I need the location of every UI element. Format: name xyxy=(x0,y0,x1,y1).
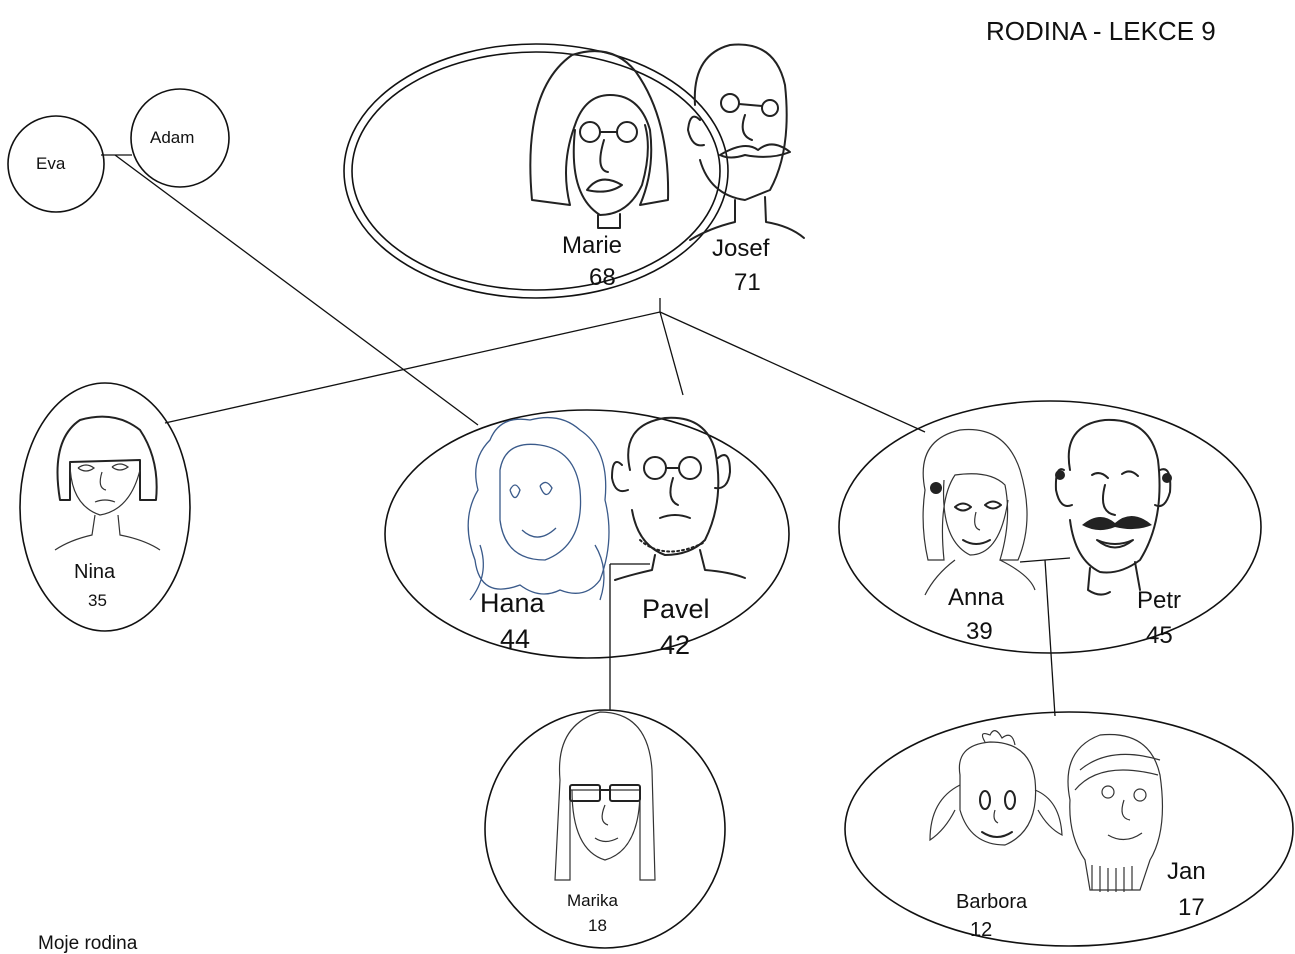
bubble-grandparents-inner xyxy=(351,51,721,291)
age-nina: 35 xyxy=(88,591,107,610)
portrait-josef xyxy=(687,43,805,241)
age-marie: 68 xyxy=(589,264,616,291)
bubble-anna-petr xyxy=(838,400,1262,654)
line-eva-hana xyxy=(114,154,479,426)
name-eva: Eva xyxy=(36,154,66,173)
age-josef: 71 xyxy=(734,269,761,296)
name-josef: Josef xyxy=(712,235,770,262)
line-grandparents-pavel xyxy=(659,311,684,396)
portrait-barbora xyxy=(929,730,1063,846)
line-grandparents-nina xyxy=(164,311,661,424)
name-nina: Nina xyxy=(74,561,116,583)
portrait-petr xyxy=(1054,418,1172,596)
line-anna-petr-children xyxy=(1044,559,1056,717)
age-jan: 17 xyxy=(1178,894,1205,921)
portrait-anna xyxy=(922,428,1036,596)
name-barbora: Barbora xyxy=(956,891,1028,913)
bubble-eva xyxy=(7,115,105,213)
bubble-adam xyxy=(130,88,230,188)
line-grandparents-anna xyxy=(659,311,926,433)
portrait-hana xyxy=(467,416,610,601)
name-anna: Anna xyxy=(948,584,1005,611)
name-marie: Marie xyxy=(562,232,623,259)
bubble-nina xyxy=(19,382,191,632)
bubble-hana-pavel xyxy=(384,409,790,659)
age-barbora: 12 xyxy=(970,919,993,941)
age-anna: 39 xyxy=(966,618,993,645)
connector-lines xyxy=(101,154,1071,717)
age-petr: 45 xyxy=(1146,622,1173,649)
page-title: RODINA - LEKCE 9 xyxy=(986,16,1216,46)
caption: Moje rodina xyxy=(38,933,138,954)
name-petr: Petr xyxy=(1137,587,1182,614)
portrait-nina xyxy=(54,415,161,551)
age-pavel: 42 xyxy=(660,630,691,660)
bubble-marika xyxy=(484,709,726,949)
name-marika: Marika xyxy=(567,891,619,910)
bubble-barbora-jan xyxy=(844,711,1294,947)
bubble-grandparents-outer xyxy=(343,43,729,299)
age-marika: 18 xyxy=(588,916,607,935)
name-adam: Adam xyxy=(150,128,195,147)
bubbles xyxy=(7,43,1294,949)
name-jan: Jan xyxy=(1167,858,1206,885)
name-pavel: Pavel xyxy=(642,594,710,624)
portrait-marie xyxy=(529,50,670,229)
portrait-jan xyxy=(1067,733,1164,892)
portrait-marika xyxy=(554,711,656,881)
portrait-pavel xyxy=(611,416,746,581)
name-hana: Hana xyxy=(480,588,545,618)
age-hana: 44 xyxy=(500,624,531,654)
